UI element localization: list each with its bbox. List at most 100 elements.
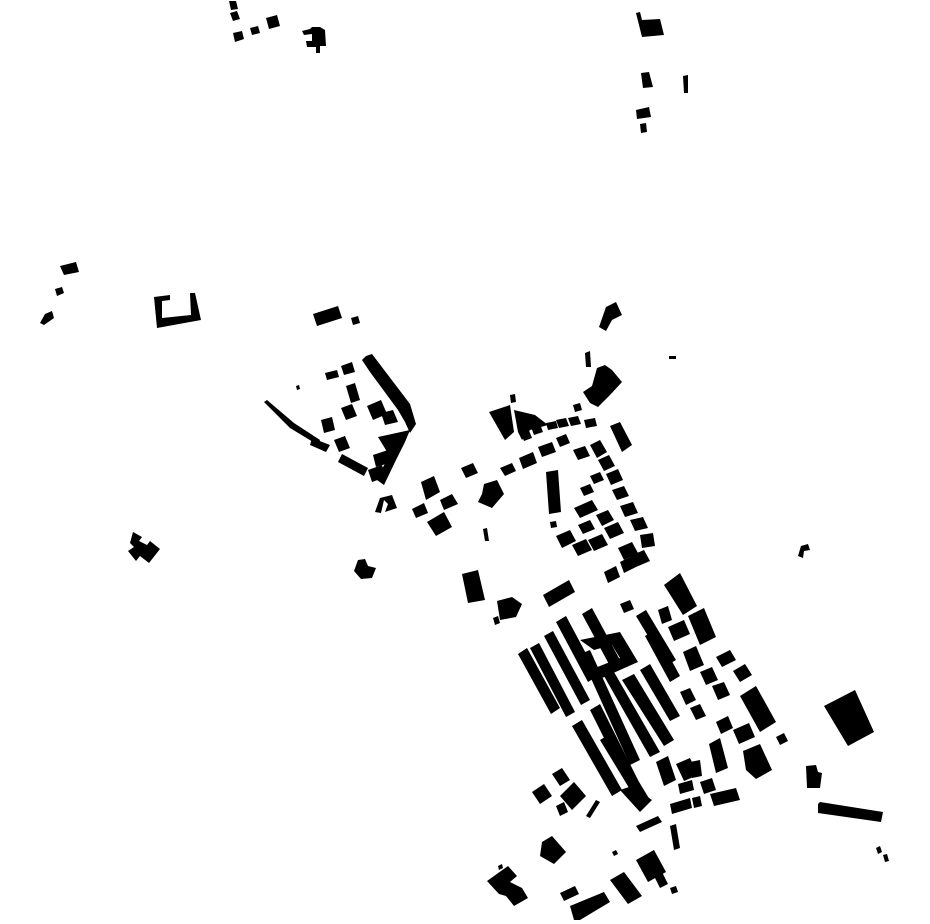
building-footprint bbox=[531, 424, 543, 435]
building-footprint bbox=[620, 600, 634, 613]
building-footprint bbox=[338, 454, 368, 476]
building-footprint bbox=[630, 517, 648, 531]
building-footprint bbox=[520, 428, 532, 441]
building-footprint bbox=[678, 780, 694, 794]
building-footprint bbox=[325, 370, 339, 380]
building-footprint bbox=[568, 416, 581, 426]
building-footprint bbox=[362, 354, 416, 433]
building-footprint bbox=[692, 796, 702, 808]
building-footprint bbox=[640, 533, 655, 548]
building-footprint bbox=[670, 798, 692, 814]
building-footprint bbox=[264, 400, 320, 445]
building-cluster-east bbox=[806, 690, 889, 862]
building-footprint bbox=[641, 72, 653, 88]
building-footprint bbox=[668, 620, 690, 641]
building-footprint bbox=[588, 534, 608, 551]
building-footprint bbox=[313, 306, 342, 326]
building-footprint bbox=[683, 646, 704, 671]
building-footprint bbox=[585, 351, 591, 367]
building-footprint bbox=[798, 544, 810, 558]
building-footprint bbox=[412, 503, 428, 518]
building-footprint bbox=[612, 486, 629, 500]
building-footprint bbox=[266, 15, 280, 29]
building-footprint bbox=[552, 768, 570, 786]
building-footprint bbox=[427, 512, 452, 536]
building-footprint bbox=[604, 672, 660, 757]
building-footprint bbox=[572, 720, 622, 796]
building-footprint bbox=[636, 816, 662, 832]
building-footprint bbox=[620, 556, 636, 573]
building-footprint bbox=[493, 616, 500, 625]
building-footprint bbox=[690, 704, 706, 720]
building-footprint bbox=[776, 733, 788, 745]
building-footprint bbox=[876, 846, 882, 854]
building-footprint bbox=[733, 723, 755, 744]
building-footprint bbox=[664, 573, 697, 615]
building-footprint bbox=[556, 434, 570, 447]
building-footprint bbox=[669, 356, 676, 359]
building-footprint bbox=[462, 570, 485, 603]
building-footprint bbox=[733, 664, 752, 682]
building-footprint bbox=[620, 786, 652, 812]
building-footprint bbox=[544, 631, 590, 705]
building-footprint bbox=[680, 688, 696, 705]
building-footprint bbox=[497, 597, 522, 620]
building-footprint bbox=[540, 836, 566, 864]
building-footprint bbox=[670, 824, 680, 850]
building-cluster-walled-quarter bbox=[264, 354, 416, 513]
building-footprint bbox=[40, 311, 54, 325]
building-footprint bbox=[712, 682, 730, 700]
building-cluster-north-west bbox=[229, 1, 326, 53]
building-footprint bbox=[483, 528, 489, 541]
building-footprint bbox=[598, 455, 615, 471]
building-footprint bbox=[818, 802, 883, 822]
building-footprint bbox=[60, 262, 79, 275]
building-footprint bbox=[574, 500, 598, 518]
building-footprint bbox=[461, 463, 478, 478]
building-footprint bbox=[630, 550, 650, 567]
building-footprint bbox=[580, 632, 638, 678]
building-footprint bbox=[546, 470, 561, 514]
building-footprint bbox=[556, 418, 569, 428]
building-cluster-west bbox=[40, 262, 810, 579]
building-footprint bbox=[622, 674, 674, 746]
building-footprint bbox=[636, 12, 664, 37]
building-footprint bbox=[604, 566, 620, 583]
building-footprint bbox=[606, 469, 623, 485]
building-footprint bbox=[518, 648, 560, 714]
building-footprint bbox=[250, 26, 260, 35]
building-footprint bbox=[636, 107, 651, 119]
building-footprint bbox=[543, 580, 575, 607]
building-footprint bbox=[229, 1, 238, 10]
building-footprint bbox=[55, 287, 64, 296]
building-footprint bbox=[573, 403, 582, 412]
building-footprint bbox=[645, 630, 680, 682]
building-footprint bbox=[233, 31, 244, 42]
building-footprint bbox=[578, 520, 595, 534]
building-footprint bbox=[128, 532, 160, 563]
building-footprint bbox=[604, 522, 624, 539]
building-footprint bbox=[230, 11, 240, 21]
building-footprint bbox=[154, 293, 201, 328]
building-footprint bbox=[640, 664, 680, 721]
building-footprint bbox=[381, 410, 398, 425]
building-cluster-south bbox=[487, 768, 680, 920]
building-footprint bbox=[586, 800, 600, 818]
building-footprint bbox=[440, 494, 458, 510]
building-footprint bbox=[478, 480, 504, 508]
building-footprint bbox=[700, 667, 718, 685]
building-footprint bbox=[532, 784, 552, 804]
building-footprint bbox=[487, 866, 528, 906]
building-footprint bbox=[519, 452, 537, 469]
building-footprint bbox=[596, 510, 614, 526]
building-cluster-town-centre bbox=[412, 302, 676, 541]
building-cluster-south-grid bbox=[462, 570, 788, 814]
building-footprint bbox=[570, 892, 610, 920]
building-footprint bbox=[740, 686, 776, 732]
building-footprint bbox=[690, 760, 702, 778]
building-footprint bbox=[599, 302, 622, 331]
building-footprint bbox=[341, 404, 357, 420]
building-footprint bbox=[302, 27, 326, 53]
building-footprint bbox=[700, 778, 716, 794]
